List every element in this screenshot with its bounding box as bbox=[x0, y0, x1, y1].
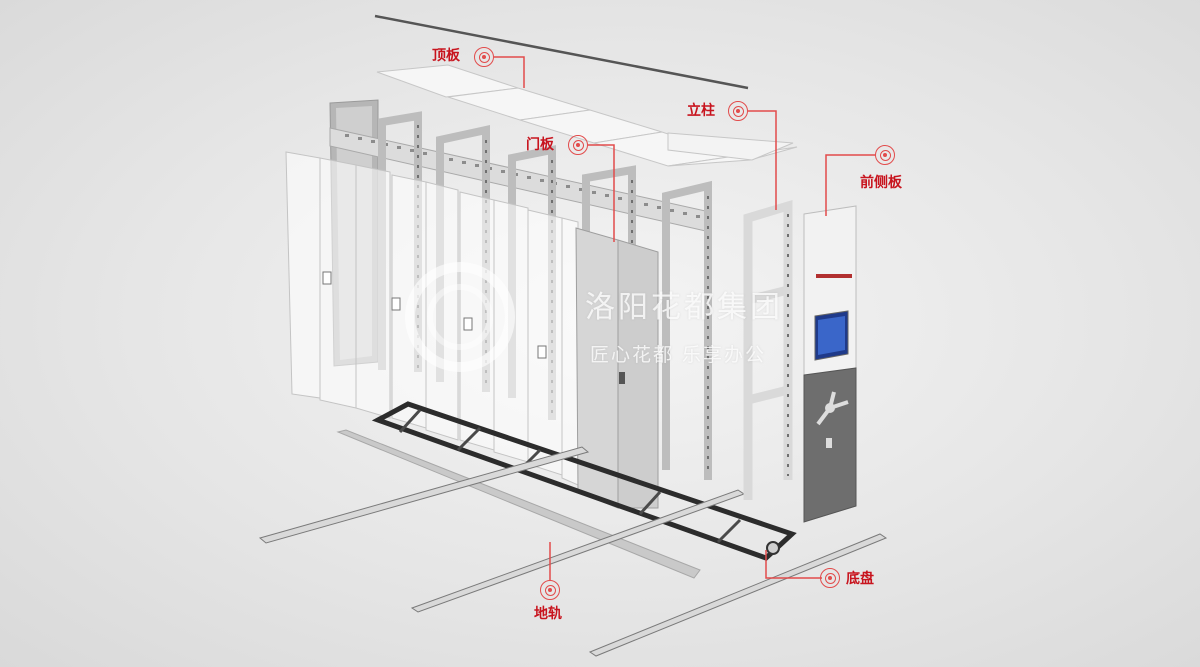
chassis-target-icon bbox=[820, 568, 840, 588]
front-side-panel-drawing bbox=[803, 205, 857, 523]
callout-door-panel-label: 门板 bbox=[526, 137, 554, 153]
chassis-frame bbox=[371, 401, 797, 561]
callout-column-label: 立柱 bbox=[687, 103, 715, 119]
front-side-panel-target-icon bbox=[875, 145, 895, 165]
right-frame bbox=[743, 199, 793, 500]
watermark-slogan: 匠心花都 乐享办公 bbox=[590, 344, 767, 366]
column-target-icon bbox=[728, 101, 748, 121]
callout-lines bbox=[494, 56, 876, 580]
callout-front-side-panel-label: 前侧板 bbox=[860, 175, 902, 191]
callout-top-panel-label: 顶板 bbox=[432, 48, 460, 64]
top-thin-rail bbox=[374, 14, 749, 90]
ground-rails bbox=[258, 446, 888, 657]
top-panel-end bbox=[667, 132, 794, 161]
top-panels bbox=[376, 64, 798, 167]
chassis-wheel bbox=[766, 541, 780, 555]
callout-chassis-label: 底盘 bbox=[846, 571, 874, 587]
crossbar-holes bbox=[345, 134, 700, 218]
watermark-logo bbox=[405, 262, 515, 372]
ground-rail-target-icon bbox=[540, 580, 560, 600]
watermark-company: 洛阳花都集团 bbox=[585, 290, 783, 325]
glass-panels bbox=[285, 151, 579, 486]
door-panel-target-icon bbox=[568, 135, 588, 155]
door-panels bbox=[575, 227, 659, 509]
callout-ground-rail-label: 地轨 bbox=[534, 606, 562, 622]
glass-handles bbox=[322, 271, 547, 359]
top-panel-target-icon bbox=[474, 47, 494, 67]
